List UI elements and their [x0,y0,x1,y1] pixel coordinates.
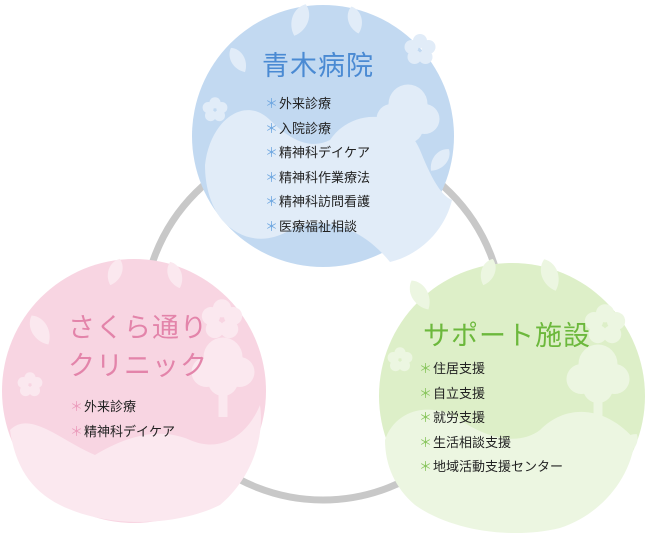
item-label: 精神科訪問看護 [279,195,371,211]
item-label: 外来診療 [279,97,332,112]
item-label: 外来診療 [84,400,137,415]
support-facility-title: サポート施設 [423,321,591,352]
bullet-icon: ＊ [265,121,279,137]
bullet-icon: ＊ [265,170,279,186]
support-decoration [385,256,643,534]
aoki-decoration [202,1,455,262]
item-label: 精神科作業療法 [279,170,371,186]
item-label: 生活相談支援 [433,435,512,451]
item-label: 就労支援 [433,411,486,427]
item-label: 自立支援 [433,386,486,402]
sakura-service-list: ＊外来診療 ＊精神科デイケア [70,396,175,445]
list-item: ＊医療福祉相談 [265,216,370,241]
sakura-clinic-title-line1: さくら通り [68,313,208,344]
bullet-icon: ＊ [419,435,433,451]
list-item: ＊精神科デイケア [70,421,175,446]
list-item: ＊自立支援 [419,383,563,408]
support-service-list: ＊住居支援 ＊自立支援 ＊就労支援 ＊生活相談支援 ＊地域活動支援センター [419,358,563,481]
list-item: ＊生活相談支援 [419,432,563,457]
list-item: ＊就労支援 [419,407,563,432]
sakura-decoration [10,256,265,522]
list-item: ＊地域活動支援センター [419,456,563,481]
bullet-icon: ＊ [70,424,84,440]
item-label: 精神科デイケア [279,146,371,162]
item-label: 地域活動支援センター [433,460,564,476]
bullet-icon: ＊ [265,97,279,112]
list-item: ＊精神科作業療法 [265,167,370,192]
item-label: 精神科デイケア [84,424,176,440]
bullet-icon: ＊ [419,411,433,427]
list-item: ＊外来診療 [265,93,370,118]
sakura-clinic-title-line2: クリニック [68,351,208,382]
item-label: 入院診療 [279,121,332,137]
aoki-service-list: ＊外来診療 ＊入院診療 ＊精神科デイケア ＊精神科作業療法 ＊精神科訪問看護 ＊… [265,93,370,241]
aoki-hospital-title: 青木病院 [262,51,374,82]
item-label: 住居支援 [433,362,486,377]
bullet-icon: ＊ [419,362,433,377]
list-item: ＊精神科デイケア [265,142,370,167]
item-label: 医療福祉相談 [279,219,358,235]
bullet-icon: ＊ [265,195,279,211]
list-item: ＊住居支援 [419,358,563,383]
list-item: ＊外来診療 [70,396,175,421]
bullet-icon: ＊ [265,219,279,235]
bullet-icon: ＊ [419,386,433,402]
bullet-icon: ＊ [265,146,279,162]
bullet-icon: ＊ [70,400,84,415]
list-item: ＊入院診療 [265,118,370,143]
bullet-icon: ＊ [419,460,433,476]
list-item: ＊精神科訪問看護 [265,191,370,216]
aoki-hospital-circle [192,1,455,267]
support-facility-circle [379,256,645,534]
sakura-clinic-circle [2,256,266,523]
